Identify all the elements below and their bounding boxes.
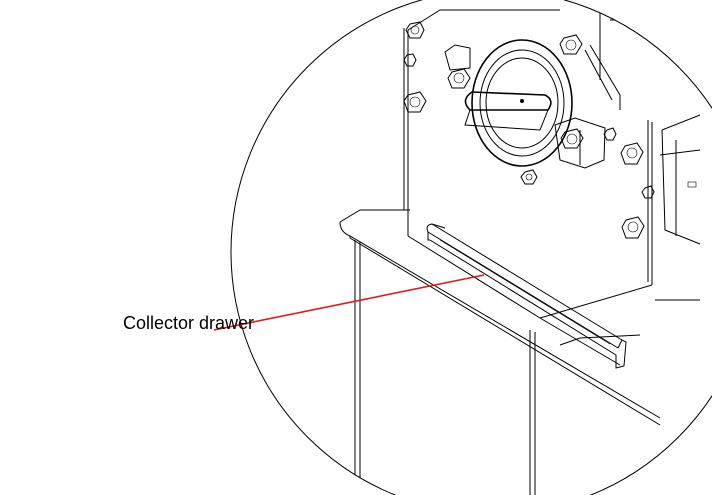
nut-icon [405,21,425,39]
nut-icon [603,127,617,141]
nut-icon [559,34,583,55]
upper-housing [403,9,701,366]
nut-icon [621,216,645,239]
nut-icon [560,128,584,149]
nut-icon [403,53,417,67]
nut-icon [403,91,427,113]
collector-drawer [426,223,627,369]
base-cabinet [339,209,700,495]
nut-icon [447,68,471,89]
circular-port [471,39,573,167]
nut-icon [620,142,644,165]
leader-line [213,274,485,331]
nut-icon [520,169,538,185]
clamp-handle [444,44,621,169]
detail-circle [230,0,712,495]
fasteners [403,21,655,239]
nut-icon [641,185,655,199]
collector-drawer-label: Collector drawer [123,313,255,333]
